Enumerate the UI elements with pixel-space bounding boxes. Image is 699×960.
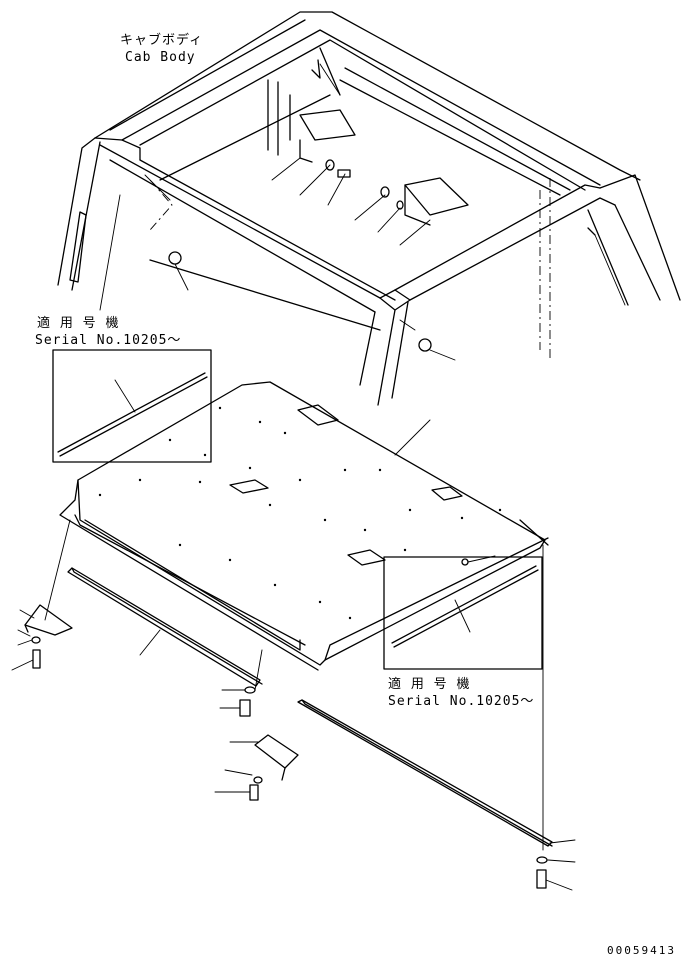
serial-inset-1 — [52, 349, 212, 463]
lower-fasteners — [11, 519, 576, 891]
cab-body-label-en: Cab Body — [125, 50, 196, 65]
roof-panel — [59, 381, 549, 671]
roof-holes — [98, 406, 502, 620]
serial-label-no-1: Serial No.10205～ — [35, 333, 182, 348]
front-strip — [67, 567, 263, 687]
cab-body-frame — [57, 11, 681, 406]
side-strip — [297, 699, 553, 847]
serial-label-jp-1: 適 用 号 機 — [37, 316, 120, 331]
serial-label-jp-2: 適 用 号 機 — [388, 677, 471, 692]
serial-inset-2 — [383, 556, 543, 670]
serial-label-no-2: Serial No.10205～ — [388, 694, 535, 709]
cab-body-label-jp: キャブボディ — [120, 33, 204, 48]
drawing-code: 00059413 — [607, 944, 676, 957]
